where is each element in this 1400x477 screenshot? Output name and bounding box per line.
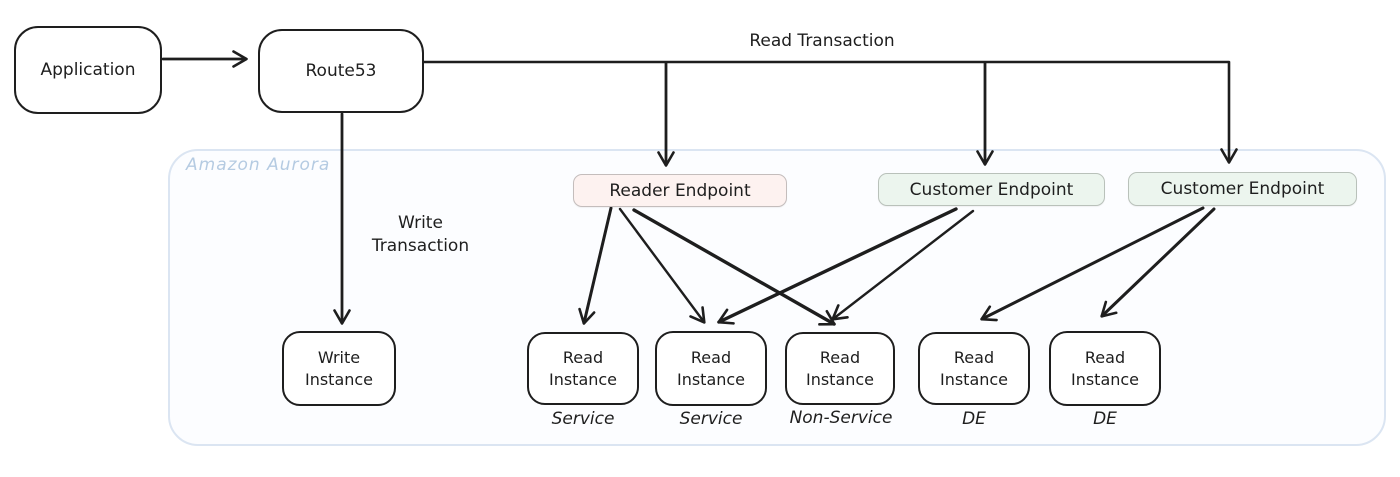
read-instance-1-node: Read Instance <box>527 332 639 405</box>
read-instance-3-label: Read Instance <box>805 347 875 389</box>
read-instance-2-node: Read Instance <box>655 331 767 406</box>
route53-node-label: Route53 <box>305 60 377 81</box>
read-instance-1-sublabel: Service <box>551 409 615 429</box>
edge-read-transaction-to-customer-endpoint-2 <box>422 60 1238 164</box>
write-transaction-label: Write Transaction <box>371 213 470 256</box>
write-instance-node: Write Instance <box>282 331 396 406</box>
application-node-label: Application <box>40 59 136 80</box>
aurora-container-label: Amazon Aurora <box>186 155 331 175</box>
customer-endpoint-2-label: Customer Endpoint <box>1160 179 1325 199</box>
customer-endpoint-1-node: Customer Endpoint <box>878 173 1105 206</box>
read-instance-2-sublabel: Service <box>679 409 743 429</box>
read-instance-3-sublabel: Non-Service <box>789 408 893 428</box>
write-instance-label: Write Instance <box>304 347 374 389</box>
customer-endpoint-2-node: Customer Endpoint <box>1128 172 1357 206</box>
read-instance-5-label: Read Instance <box>1070 347 1140 389</box>
read-instance-4-node: Read Instance <box>918 332 1030 405</box>
read-instance-4-sublabel: DE <box>962 409 986 429</box>
read-instance-3-node: Read Instance <box>785 332 895 405</box>
read-instance-4-label: Read Instance <box>939 347 1009 389</box>
read-transaction-label: Read Transaction <box>749 31 895 51</box>
read-instance-1-label: Read Instance <box>548 347 618 389</box>
read-instance-5-node: Read Instance <box>1049 331 1161 406</box>
read-instance-5-sublabel: DE <box>1093 409 1117 429</box>
customer-endpoint-1-label: Customer Endpoint <box>909 179 1074 200</box>
route53-node: Route53 <box>258 29 424 113</box>
application-node: Application <box>14 26 162 114</box>
reader-endpoint-node: Reader Endpoint <box>573 174 787 207</box>
read-instance-2-label: Read Instance <box>676 347 746 389</box>
reader-endpoint-label: Reader Endpoint <box>609 180 751 201</box>
